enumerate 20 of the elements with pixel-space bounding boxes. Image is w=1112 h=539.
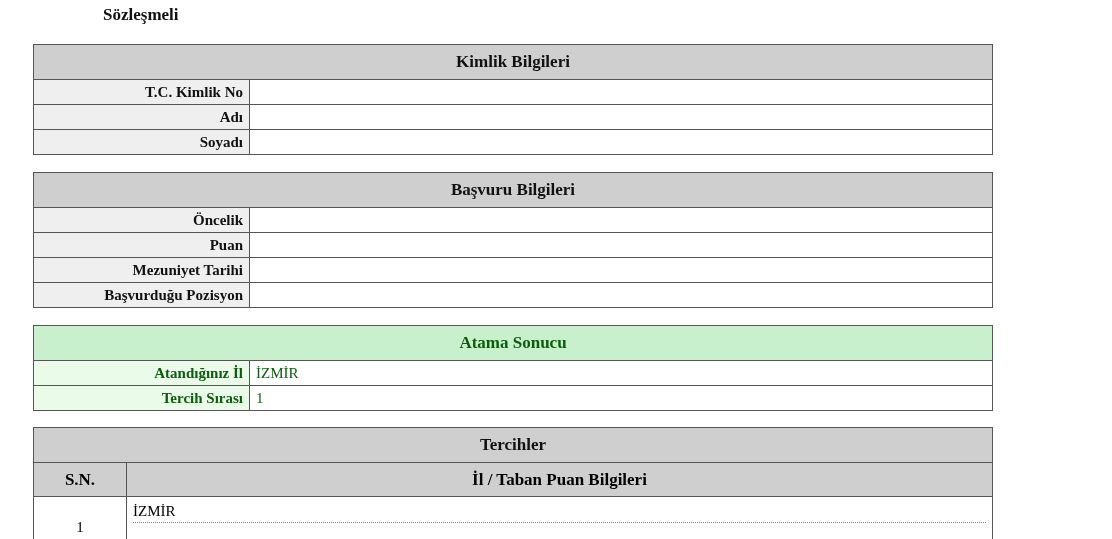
field-label: T.C. Kimlik No <box>33 79 250 105</box>
field-value: İZMİR <box>249 360 993 386</box>
field-label: Adı <box>33 104 250 130</box>
field-label: Tercih Sırası <box>33 385 250 411</box>
preference-city: İZMİR <box>133 503 986 523</box>
section-header: Kimlik Bilgileri <box>33 44 993 80</box>
field-label: Mezuniyet Tarihi <box>33 257 250 283</box>
field-label: Puan <box>33 232 250 258</box>
field-label: Atandığınız İl <box>33 360 250 386</box>
section-header: Başvuru Bilgileri <box>33 172 993 208</box>
table-cell: 1 <box>33 496 127 539</box>
section-header: Tercihler <box>33 427 993 463</box>
section-header: Atama Sonucu <box>33 325 993 361</box>
page-title: Sözleşmeli <box>103 5 179 25</box>
field-label: Soyadı <box>33 129 250 155</box>
field-label: Başvurduğu Pozisyon <box>33 282 250 308</box>
field-value: 1 <box>249 385 993 411</box>
column-header: S.N. <box>33 462 127 497</box>
column-header: İl / Taban Puan Bilgileri <box>126 462 993 497</box>
field-label: Öncelik <box>33 207 250 233</box>
